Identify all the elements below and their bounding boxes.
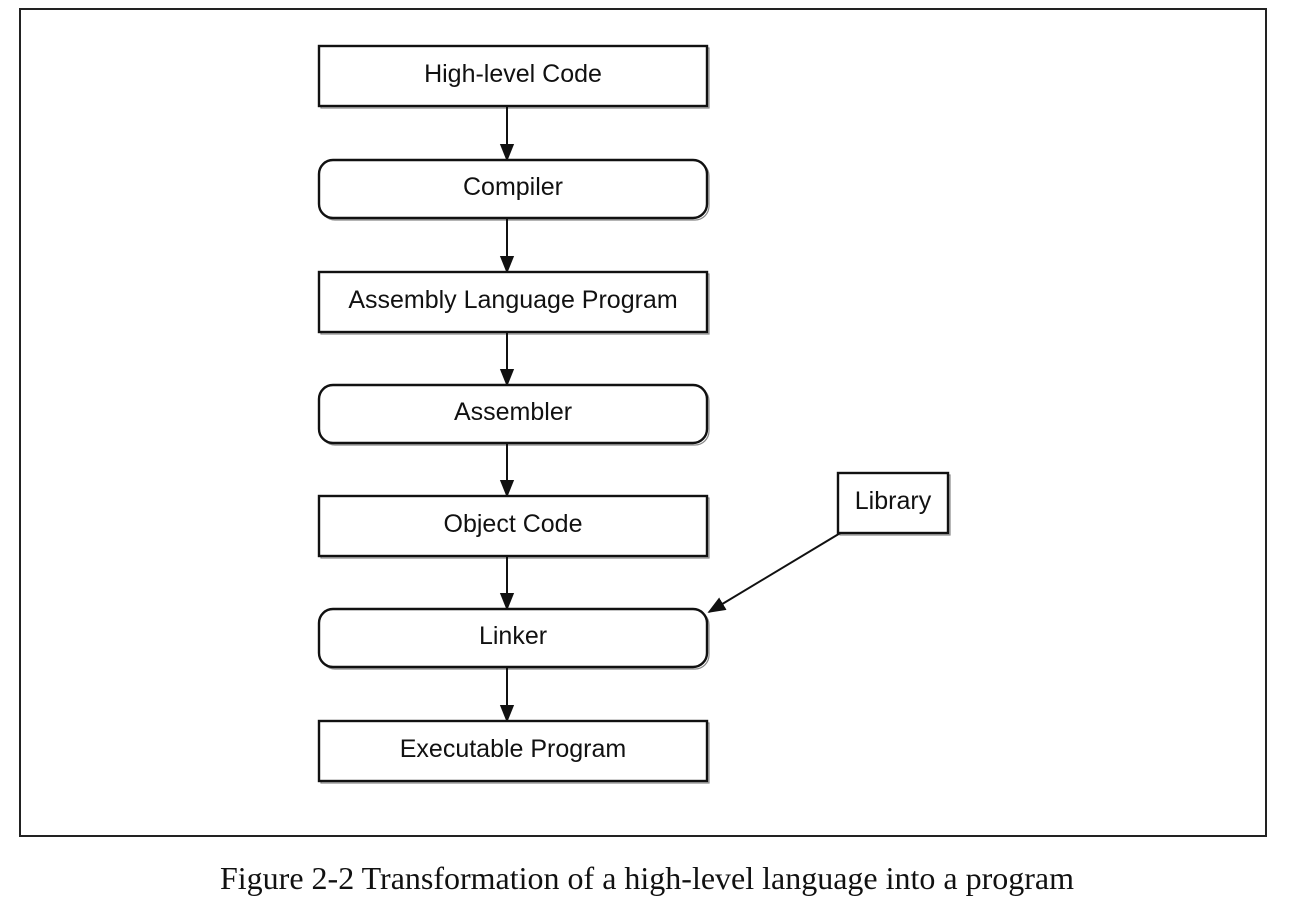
node-library: Library — [836, 471, 951, 536]
node-assembler: Assembler — [317, 383, 710, 446]
node-label: Assembly Language Program — [348, 286, 677, 314]
node-label: Compiler — [463, 173, 563, 201]
node-assembly-language-program: Assembly Language Program — [317, 270, 710, 335]
node-box — [317, 44, 709, 108]
node-box — [317, 607, 709, 669]
node-object-code: Object Code — [317, 494, 710, 559]
node-box — [836, 471, 950, 535]
edges-layer — [499, 106, 843, 723]
node-label: Object Code — [444, 510, 583, 538]
node-executable-program: Executable Program — [317, 719, 710, 784]
node-label: High-level Code — [424, 60, 602, 88]
edge-library-to-linker — [707, 531, 843, 613]
node-box — [317, 270, 709, 334]
node-linker: Linker — [317, 607, 710, 670]
node-high-level-code: High-level Code — [317, 44, 710, 109]
node-compiler: Compiler — [317, 158, 710, 221]
node-label: Executable Program — [400, 735, 627, 763]
node-label: Library — [855, 487, 932, 515]
node-box — [317, 158, 709, 220]
node-box — [317, 719, 709, 783]
node-label: Assembler — [454, 398, 572, 426]
figure-caption: Figure 2-2 Transformation of a high-leve… — [219, 860, 1075, 896]
node-label: Linker — [479, 622, 547, 650]
node-box — [317, 383, 709, 445]
node-box — [317, 494, 709, 558]
figure-frame — [19, 8, 1267, 837]
